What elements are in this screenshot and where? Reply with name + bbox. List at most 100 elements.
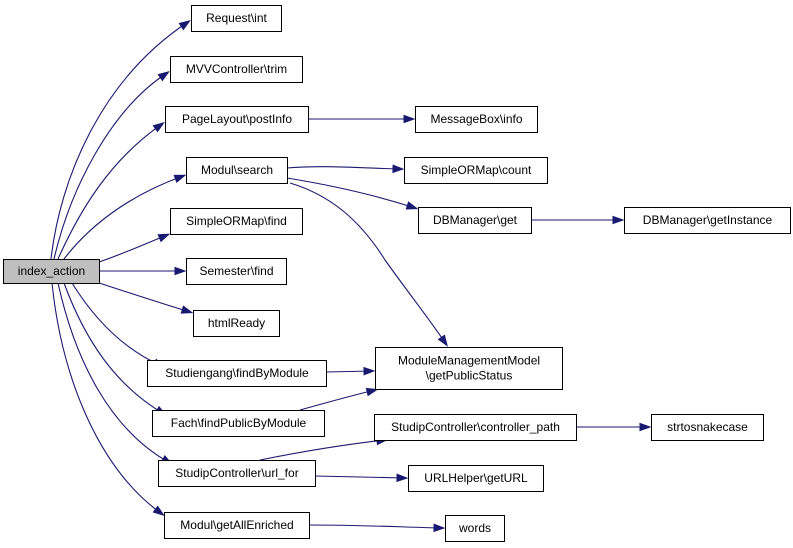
node-box-messagebox_info <box>415 106 538 133</box>
edge-index_action-to-modul_search <box>63 175 184 260</box>
arrowhead-dbm_getinstance <box>612 215 625 225</box>
node-modul_search[interactable]: Modul\search <box>186 157 288 184</box>
node-studiengang_findbymodule[interactable]: Studiengang\findByModule <box>147 360 327 387</box>
node-label-mmm_getpublicstatus-1: \getPublicStatus <box>426 369 513 383</box>
node-box-index_action <box>3 259 100 284</box>
node-label-pagelayout_postinfo: PageLayout\postInfo <box>182 112 292 126</box>
node-fach_findpublicbymodule[interactable]: Fach\findPublicByModule <box>152 410 325 437</box>
node-strtosnakecase[interactable]: strtosnakecase <box>651 414 764 441</box>
node-sorm_find[interactable]: SimpleORMap\find <box>170 208 303 235</box>
edge-modul_search-to-sorm_count <box>286 166 402 170</box>
arrowhead-urlhelper_geturl <box>396 473 409 483</box>
node-label-sorm_find: SimpleORMap\find <box>186 214 287 228</box>
arrowhead-pagelayout_postinfo <box>152 121 165 133</box>
arrowhead-sorm_find <box>157 233 171 243</box>
node-box-request_int <box>191 5 282 32</box>
arrowhead-request_int <box>178 20 191 31</box>
node-box-dbm_getinstance <box>624 207 791 234</box>
node-label-dbm_getinstance: DBManager\getInstance <box>643 213 773 227</box>
node-box-sc_controller_path <box>374 414 577 441</box>
node-urlhelper_geturl[interactable]: URLHelper\getURL <box>408 465 544 492</box>
node-label-strtosnakecase: strtosnakecase <box>667 420 748 434</box>
node-box-mmm_getpublicstatus <box>375 347 563 390</box>
node-dbm_get[interactable]: DBManager\get <box>418 207 532 234</box>
edge-index_action-to-studiengang_findbymodule <box>71 282 163 367</box>
node-label-fach_findpublicbymodule: Fach\findPublicByModule <box>171 416 307 430</box>
edge-index_action-to-fach_findpublicbymodule <box>63 282 165 415</box>
node-box-htmlready <box>193 310 280 337</box>
node-label-htmlready: htmlReady <box>208 316 265 330</box>
node-box-words <box>445 515 505 542</box>
node-htmlready[interactable]: htmlReady <box>193 310 280 337</box>
node-label-mvv_trim: MVVController\trim <box>186 62 287 76</box>
arrowhead-dbm_get <box>405 201 419 210</box>
node-dbm_getinstance[interactable]: DBManager\getInstance <box>624 207 791 234</box>
node-label-messagebox_info: MessageBox\info <box>430 112 522 126</box>
node-label-modul_getallenriched: Modul\getAllEnriched <box>180 518 293 532</box>
node-mvv_trim[interactable]: MVVController\trim <box>170 56 303 83</box>
node-mmm_getpublicstatus[interactable]: ModuleManagementModel\getPublicStatus <box>375 347 563 390</box>
edge-index_action-to-sorm_find <box>98 234 168 263</box>
edge-index_action-to-request_int <box>50 21 189 260</box>
arrowhead-strtosnakecase <box>639 422 652 432</box>
node-box-dbm_get <box>418 207 532 234</box>
node-label-sc_controller_path: StudipController\controller_path <box>391 420 560 434</box>
edge-modul_getallenriched-to-words <box>308 524 443 529</box>
node-label-dbm_get: DBManager\get <box>433 213 518 227</box>
arrowhead-mmm_getpublicstatus <box>437 334 448 347</box>
node-label-index_action: index_action <box>18 264 85 278</box>
node-box-semester_find <box>186 258 287 285</box>
edges-layer <box>50 20 652 533</box>
edge-index_action-to-modul_getallenriched <box>51 282 163 515</box>
node-box-strtosnakecase <box>651 414 764 441</box>
node-messagebox_info[interactable]: MessageBox\info <box>415 106 538 133</box>
node-label-semester_find: Semester\find <box>199 264 273 278</box>
node-label-sorm_count: SimpleORMap\count <box>421 163 532 177</box>
arrowhead-htmlready <box>180 305 194 314</box>
node-semester_find[interactable]: Semester\find <box>186 258 287 285</box>
node-pagelayout_postinfo[interactable]: PageLayout\postInfo <box>165 106 309 133</box>
node-label-sc_url_for: StudipController\url_for <box>175 466 298 480</box>
node-box-sc_url_for <box>158 460 316 487</box>
arrowhead-modul_search <box>173 174 187 183</box>
arrowhead-modul_getallenriched <box>152 505 165 517</box>
edge-modul_search-to-dbm_get <box>286 177 416 209</box>
node-box-fach_findpublicbymodule <box>152 410 325 437</box>
node-box-mvv_trim <box>170 56 303 83</box>
node-label-modul_search: Modul\search <box>201 163 273 177</box>
edge-index_action-to-mvv_trim <box>53 72 168 260</box>
node-sorm_count[interactable]: SimpleORMap\count <box>404 157 548 184</box>
node-index_action[interactable]: index_action <box>3 259 100 284</box>
edge-sc_url_for-to-urlhelper_geturl <box>314 475 406 479</box>
arrowhead-messagebox_info <box>403 114 416 124</box>
arrowhead-words <box>433 523 446 533</box>
arrowhead-mmm_getpublicstatus <box>365 387 379 397</box>
edge-fach_findpublicbymodule-to-mmm_getpublicstatus <box>299 389 376 411</box>
node-box-modul_getallenriched <box>164 512 310 539</box>
node-box-urlhelper_geturl <box>408 465 544 492</box>
node-modul_getallenriched[interactable]: Modul\getAllEnriched <box>164 512 310 539</box>
node-box-sorm_find <box>170 208 303 235</box>
node-box-pagelayout_postinfo <box>165 106 309 133</box>
arrowhead-mmm_getpublicstatus <box>363 366 376 376</box>
arrowhead-sorm_count <box>392 164 405 174</box>
node-label-studiengang_findbymodule: Studiengang\findByModule <box>165 366 309 380</box>
node-words[interactable]: words <box>445 515 505 542</box>
edge-sc_url_for-to-sc_controller_path <box>259 439 386 461</box>
nodes-layer: index_action Request\intMVVController\tri… <box>3 5 791 542</box>
edge-modul_search-to-mmm_getpublicstatus <box>289 182 447 345</box>
node-box-sorm_count <box>404 157 548 184</box>
node-label-request_int: Request\int <box>206 11 267 25</box>
node-sc_controller_path[interactable]: StudipController\controller_path <box>374 414 577 441</box>
arrowhead-mvv_trim <box>157 71 170 82</box>
node-box-studiengang_findbymodule <box>147 360 327 387</box>
node-label-mmm_getpublicstatus-0: ModuleManagementModel <box>398 354 540 368</box>
node-label-urlhelper_geturl: URLHelper\getURL <box>424 471 528 485</box>
edge-index_action-to-pagelayout_postinfo <box>57 123 163 260</box>
arrowhead-semester_find <box>174 266 187 276</box>
edge-index_action-to-sc_url_for <box>57 282 171 464</box>
node-box-modul_search <box>186 157 288 184</box>
node-sc_url_for[interactable]: StudipController\url_for <box>158 460 316 487</box>
node-request_int[interactable]: Request\int <box>191 5 282 32</box>
